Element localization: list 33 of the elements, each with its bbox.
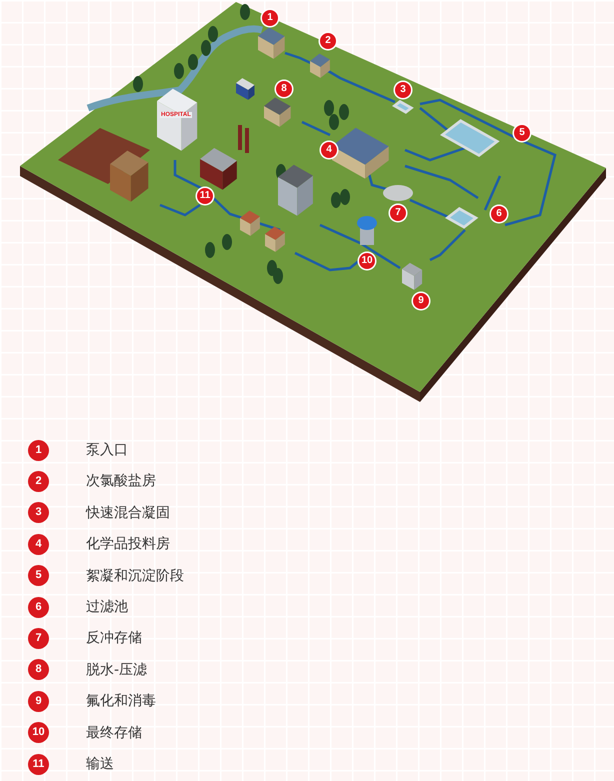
number-badge: 4 [28, 534, 49, 555]
number-badge: 3 [28, 502, 49, 524]
callout-number: 4 [321, 142, 337, 158]
callout-number: 1 [262, 10, 278, 26]
step-name: 过滤池 [86, 598, 128, 616]
number-badge: 6 [28, 596, 49, 618]
callout-number: 7 [390, 205, 406, 221]
callout-number: 10 [359, 253, 375, 269]
step-name: 输送 [86, 755, 114, 773]
number-badge: 9 [28, 690, 49, 712]
callout-number: 6 [491, 206, 507, 222]
number-badge: 8 [28, 659, 49, 680]
step-name: 泵入口 [86, 441, 128, 459]
number-badge: 2 [28, 470, 49, 492]
step-name: 化学品投料房 [86, 535, 170, 554]
number-badge: 1 [28, 440, 49, 460]
step-name: 最终存储 [86, 724, 142, 742]
number-badge: 11 [28, 754, 49, 774]
step-name: 次氯酸盐房 [86, 472, 156, 490]
step-name: 快速混合凝固 [86, 504, 170, 522]
callout-number: 3 [395, 82, 411, 98]
callout-number: 8 [276, 81, 292, 97]
callout-number: 5 [514, 125, 530, 141]
callout-number: 9 [413, 293, 429, 309]
number-badge: 10 [28, 722, 49, 744]
callout-number: 2 [320, 33, 336, 49]
step-name: 反冲存储 [86, 629, 142, 648]
callout-number: 11 [197, 188, 213, 204]
number-badge: 7 [28, 628, 49, 649]
step-name: 氟化和消毒 [86, 692, 156, 710]
number-badge: 5 [28, 565, 49, 586]
step-name: 絮凝和沉淀阶段 [86, 566, 184, 585]
step-name: 脱水-压滤 [86, 660, 148, 679]
